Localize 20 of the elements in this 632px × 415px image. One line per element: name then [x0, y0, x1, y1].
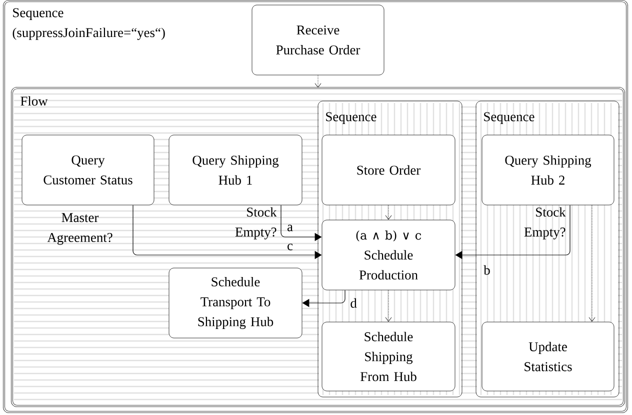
link-letter: c — [288, 244, 293, 250]
edge-label: Master Agreement? — [47, 213, 112, 245]
link-letter: b — [484, 265, 490, 275]
activity-box: Update Statistics — [482, 322, 614, 392]
activity-box: Query Shipping Hub 1 — [168, 134, 302, 206]
arrow — [385, 204, 392, 220]
arrow — [314, 74, 322, 88]
edge-label: Stock Empty? — [235, 207, 277, 240]
arrow — [588, 204, 596, 322]
activity-box: Receive Purchase Order — [252, 4, 384, 76]
activity-box: Query Customer Status — [22, 134, 154, 206]
activity-box: Schedule Shipping From Hub — [322, 322, 456, 392]
activity-box: Query Shipping Hub 2 — [482, 134, 614, 206]
link-letter: a — [288, 224, 293, 232]
activity-box: Schedule Transport To Shipping Hub — [168, 268, 302, 338]
edge-label: Stock Empty? — [524, 207, 566, 240]
edge-label: d — [350, 298, 357, 308]
arrow — [385, 290, 392, 322]
activity-box: Store Order — [322, 134, 456, 206]
activity-box: (a ∧ b) ∨ c Schedule Production — [322, 220, 456, 290]
